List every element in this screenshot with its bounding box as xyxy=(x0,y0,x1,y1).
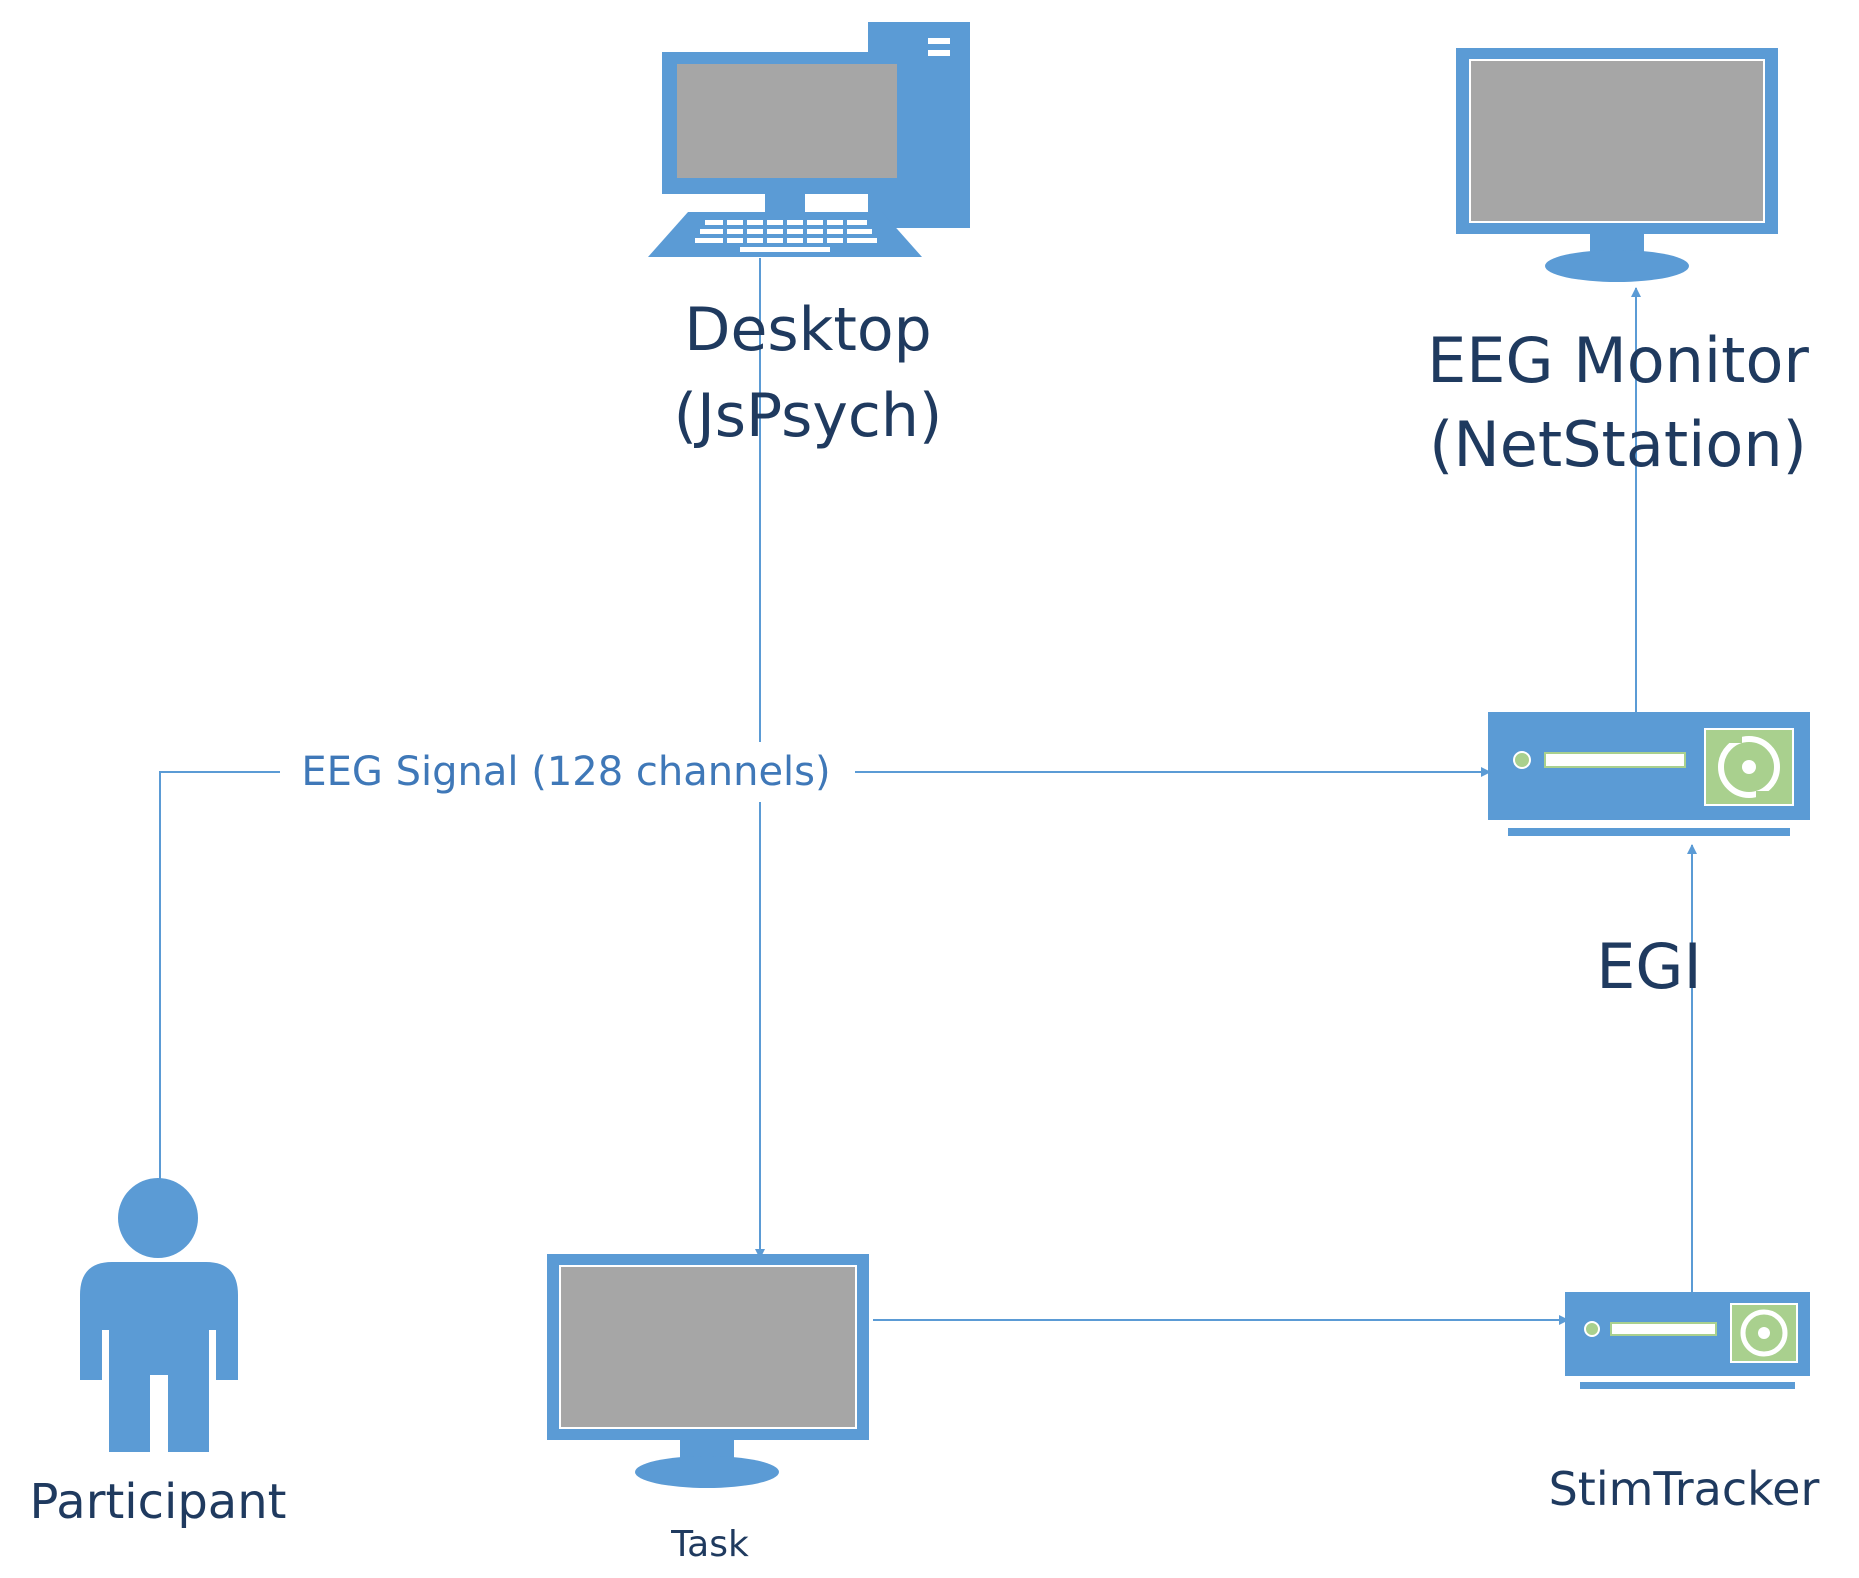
eeg-monitor-label: EEG Monitor xyxy=(1427,324,1809,397)
desktop-computer-icon xyxy=(648,22,970,257)
desktop-label: Desktop xyxy=(684,295,931,365)
eeg-monitor-sublabel: (NetStation) xyxy=(1429,408,1807,481)
eeg-monitor-icon xyxy=(1456,48,1778,282)
task-label: Task xyxy=(670,1524,749,1565)
connectors xyxy=(159,258,1697,1325)
participant-label: Participant xyxy=(30,1474,287,1530)
egi-device-icon xyxy=(1488,712,1810,836)
person-icon xyxy=(80,1178,238,1452)
task-monitor-icon xyxy=(547,1254,869,1488)
edge-label-eeg-signal: EEG Signal (128 channels) xyxy=(301,749,830,795)
edge-participant-to-egi xyxy=(159,772,1490,1190)
egi-label: EGI xyxy=(1596,930,1702,1003)
stimtracker-device-icon xyxy=(1565,1292,1810,1389)
desktop-sublabel: (JsPsych) xyxy=(674,381,943,451)
stimtracker-label: StimTracker xyxy=(1549,1462,1820,1516)
edge-label-background xyxy=(297,749,835,795)
